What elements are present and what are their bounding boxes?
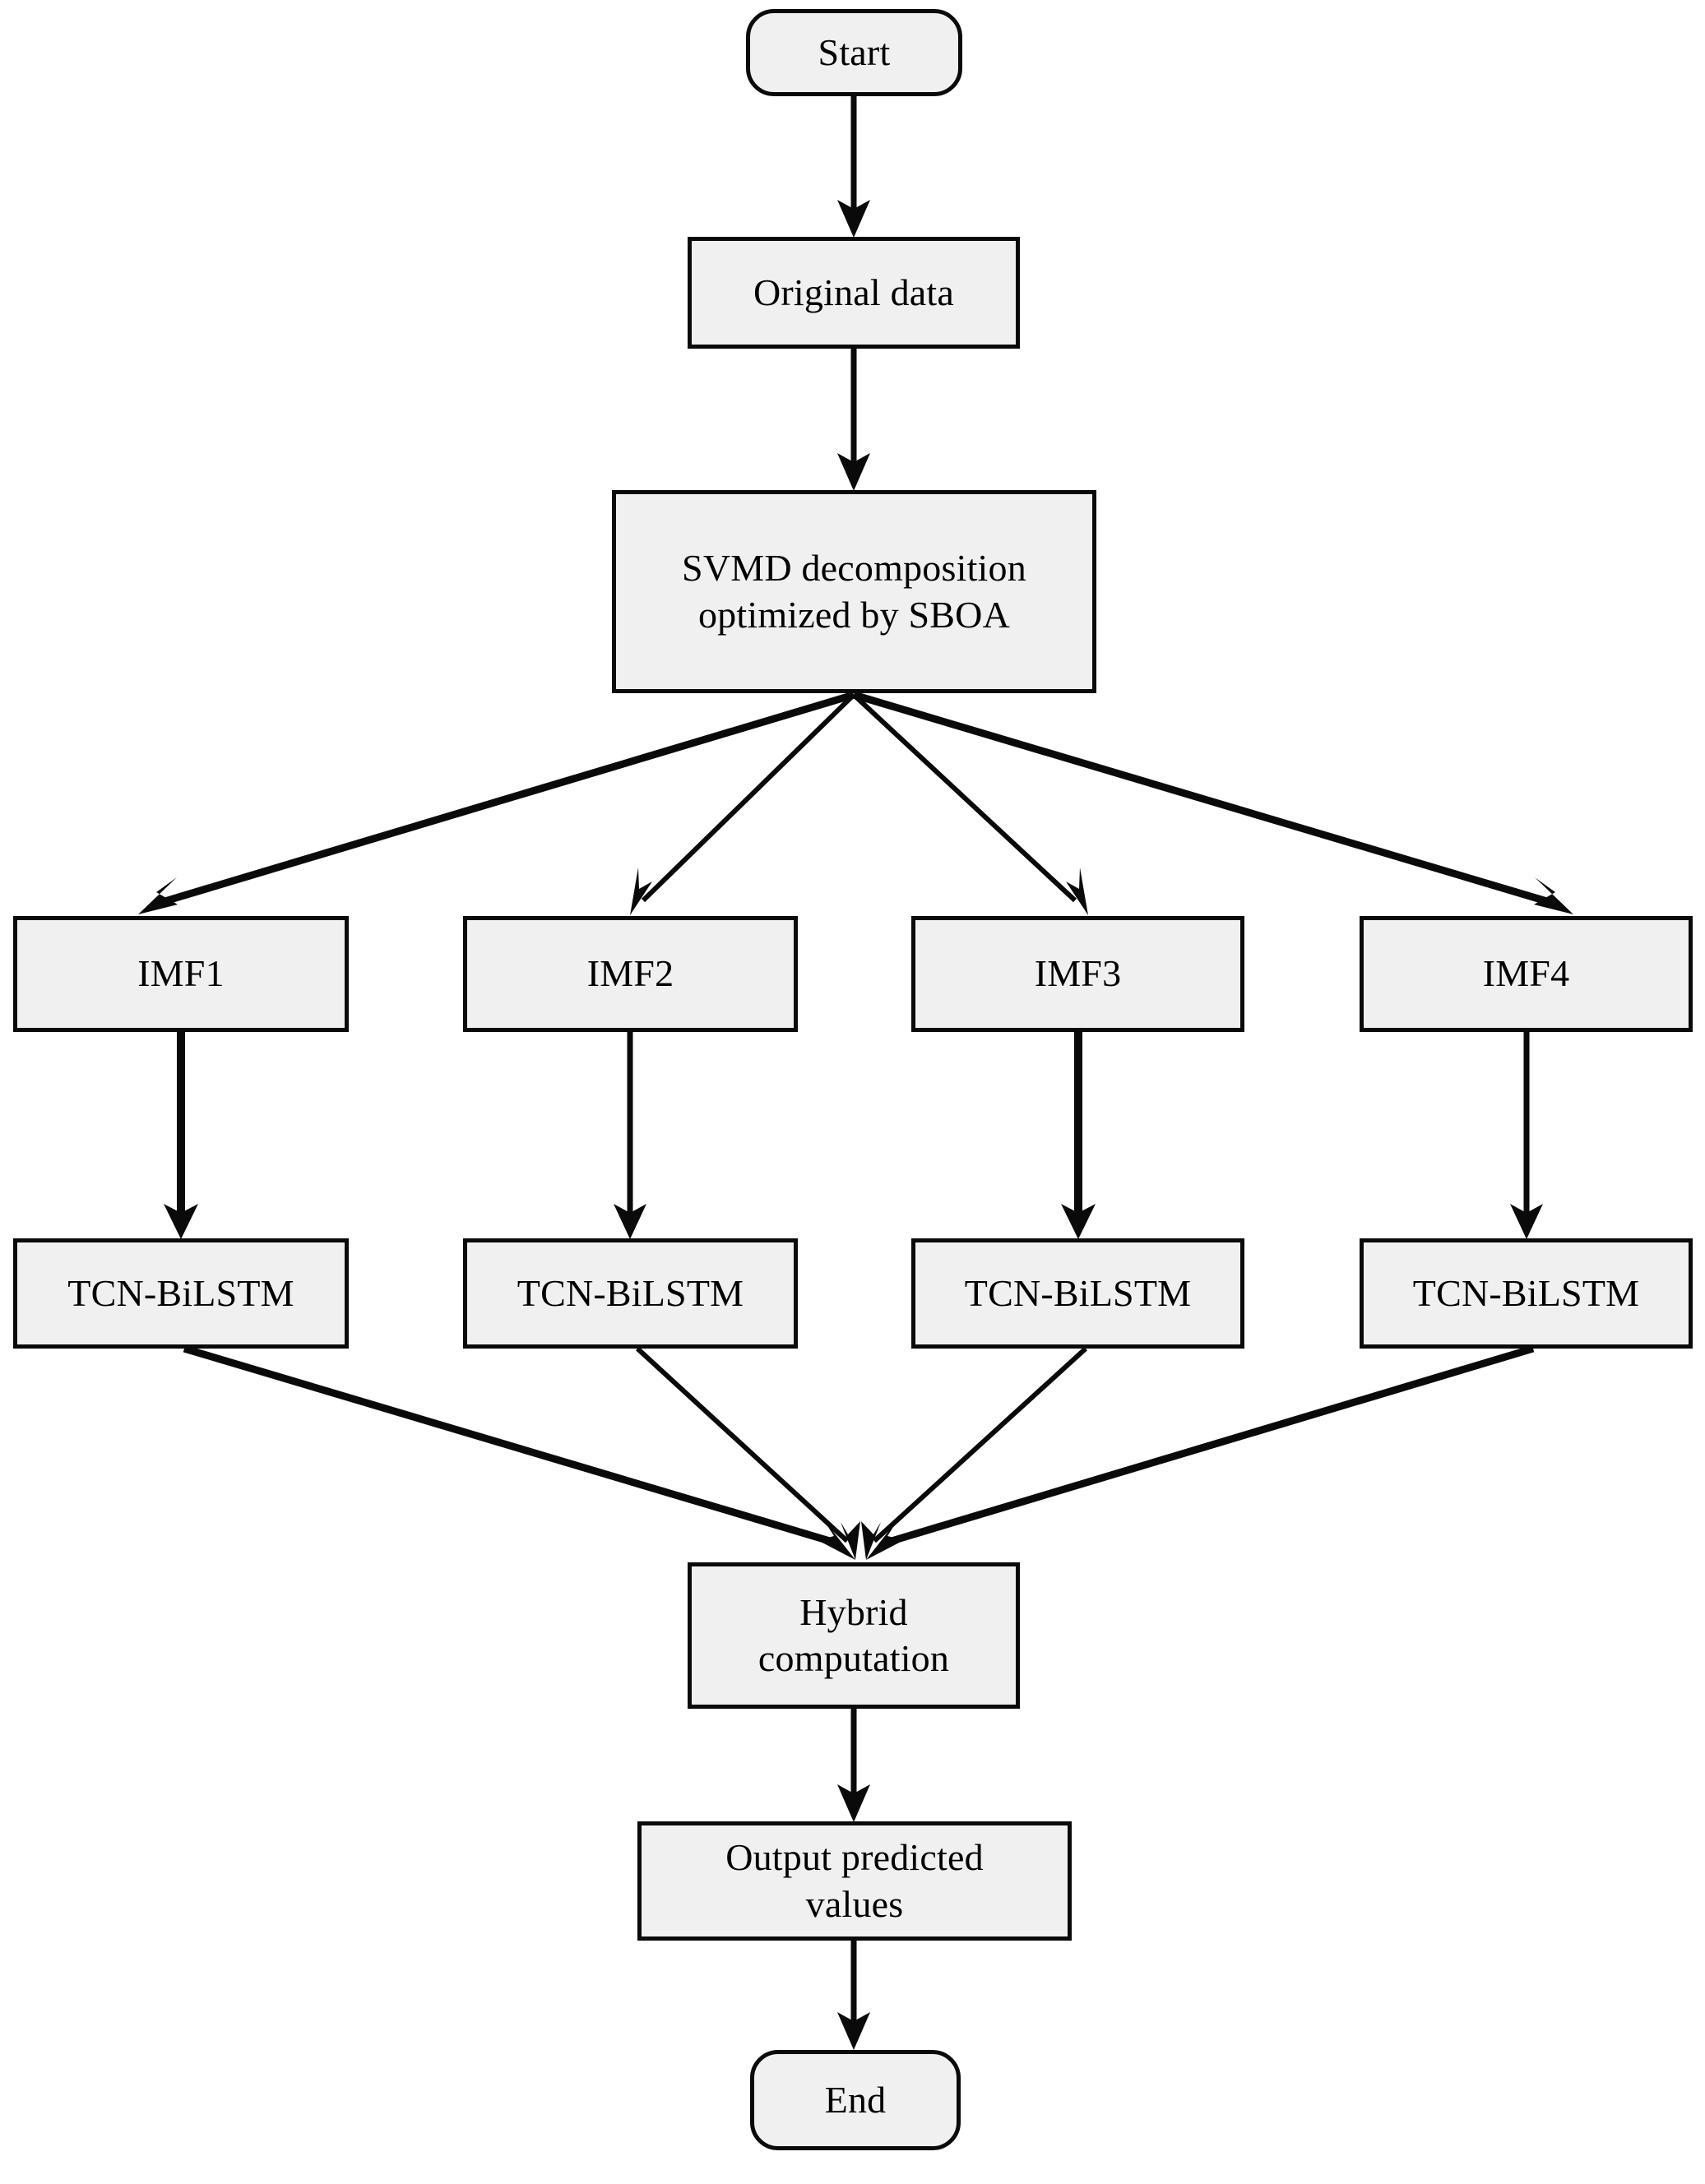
edge-output-to-end <box>837 1941 870 2050</box>
node-tcn-bilstm-2-label: TCN-BiLSTM <box>517 1271 744 1314</box>
edge-imf4-to-model4 <box>1510 1032 1543 1239</box>
node-output-predicted-values[interactable]: Output predicted values <box>637 1821 1072 1941</box>
node-output-predicted-values-label: Output predicted values <box>725 1836 984 1925</box>
node-imf1-label: IMF1 <box>137 952 225 995</box>
node-hybrid-computation[interactable]: Hybrid computation <box>688 1562 1020 1709</box>
edge-start-to-original-data <box>837 96 870 238</box>
edge-imf1-to-model1 <box>164 1032 198 1239</box>
node-tcn-bilstm-2[interactable]: TCN-BiLSTM <box>463 1238 798 1349</box>
edge-imf3-to-model3 <box>1061 1032 1096 1239</box>
node-svmd-decomposition-label: SVMD decomposition optimized by SBOA <box>682 547 1026 636</box>
node-svmd-decomposition[interactable]: SVMD decomposition optimized by SBOA <box>612 490 1096 693</box>
node-imf4[interactable]: IMF4 <box>1360 916 1693 1032</box>
edge-original-data-to-svmd <box>837 349 870 491</box>
edge-model1-to-hybrid <box>183 1344 855 1560</box>
node-tcn-bilstm-1-label: TCN-BiLSTM <box>67 1271 294 1314</box>
node-imf1[interactable]: IMF1 <box>13 916 349 1032</box>
node-tcn-bilstm-4[interactable]: TCN-BiLSTM <box>1360 1238 1693 1349</box>
node-original-data-label: Original data <box>753 271 954 313</box>
node-tcn-bilstm-3[interactable]: TCN-BiLSTM <box>911 1238 1244 1349</box>
node-imf3[interactable]: IMF3 <box>911 916 1244 1032</box>
node-original-data[interactable]: Original data <box>688 237 1020 349</box>
edge-svmd-to-imf4 <box>852 691 1573 914</box>
edge-svmd-to-imf3 <box>851 692 1088 915</box>
node-imf3-label: IMF3 <box>1034 952 1122 995</box>
edge-model2-to-hybrid <box>635 1346 860 1560</box>
node-end-label: End <box>824 2078 887 2121</box>
node-imf2[interactable]: IMF2 <box>463 916 798 1032</box>
node-tcn-bilstm-4-label: TCN-BiLSTM <box>1412 1271 1640 1314</box>
edge-svmd-to-imf1 <box>138 691 855 914</box>
node-start-label: Start <box>818 30 891 73</box>
node-tcn-bilstm-1[interactable]: TCN-BiLSTM <box>13 1238 349 1349</box>
edge-imf2-to-model2 <box>614 1032 646 1239</box>
node-imf4-label: IMF4 <box>1482 952 1570 995</box>
node-tcn-bilstm-3-label: TCN-BiLSTM <box>964 1271 1192 1314</box>
edge-hybrid-to-output <box>837 1709 870 1822</box>
edge-model3-to-hybrid <box>861 1346 1088 1560</box>
node-hybrid-computation-label: Hybrid computation <box>758 1590 950 1679</box>
node-end[interactable]: End <box>750 2050 961 2150</box>
node-imf2-label: IMF2 <box>586 952 674 995</box>
node-start[interactable]: Start <box>746 9 962 96</box>
edge-model4-to-hybrid <box>866 1344 1535 1560</box>
edge-svmd-to-imf2 <box>630 692 856 915</box>
